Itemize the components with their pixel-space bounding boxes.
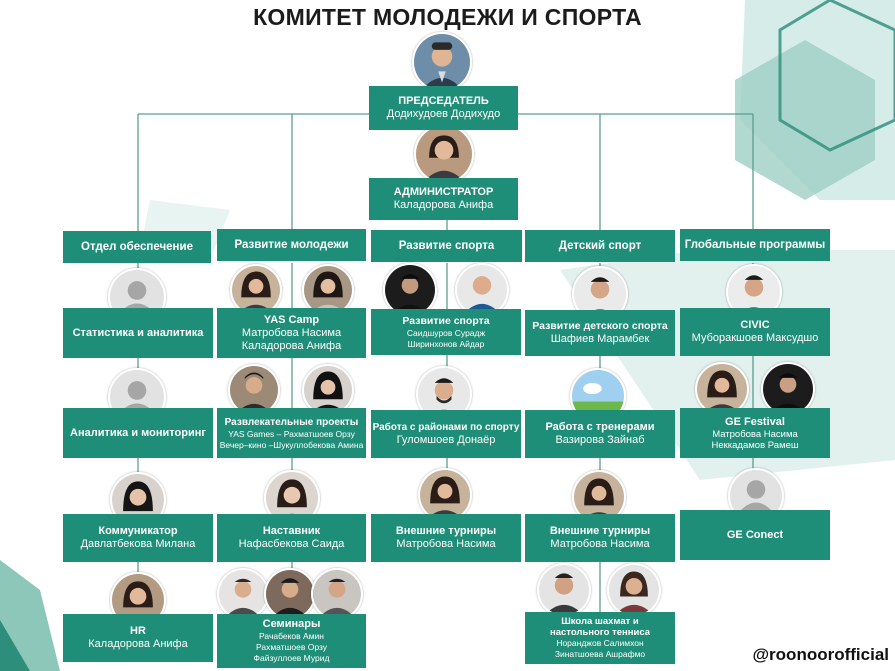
hr-box: HR Каладорова Анифа	[63, 614, 213, 662]
sport-line1: Саидшуров Сурадж	[406, 327, 486, 338]
civic-name: Муборакшоев Максудшо	[691, 332, 819, 344]
seminar-avatar-3	[311, 568, 363, 620]
chess-avatar-1	[537, 563, 591, 617]
gef-role: GE Festival	[725, 415, 785, 428]
seminars-line1: Рачабеков Амин	[259, 631, 324, 641]
yas-line2: Каладорова Анифа	[241, 339, 342, 352]
chairman-avatar	[412, 32, 472, 92]
fun-box: Развлекательные проекты YAS Games – Рахм…	[217, 408, 366, 458]
hr-role: HR	[130, 625, 146, 637]
mentor-name: Нафасбекова Саида	[238, 538, 345, 550]
yas-box: YAS Camp Матробова Насима Каладорова Ани…	[217, 308, 366, 358]
dept-sport: Развитие спорта	[371, 230, 522, 262]
external-name-col4: Матробова Насима	[550, 538, 650, 550]
dept-kids: Детский спорт	[525, 230, 675, 262]
fun-line2: Вечер–кино –Шукуллобекова Амина	[219, 439, 364, 450]
stats-box: Статистика и аналитика	[63, 308, 213, 358]
chess-avatar-2	[607, 563, 661, 617]
comm-box: Коммуникатор Давлатбекова Милана	[63, 514, 213, 562]
seminars-line3: Файзуллоев Мурид	[253, 653, 330, 663]
external-role-col3: Внешние турниры	[395, 525, 497, 537]
seminars-box: Семинары Рачабеков Амин Рахматшоев Орзу …	[217, 614, 366, 668]
external-name-col3: Матробова Насима	[396, 538, 496, 550]
page-title: КОМИТЕТ МОЛОДЕЖИ И СПОРТА	[253, 4, 642, 30]
sport-avatar-1	[383, 263, 437, 317]
dept-youth: Развитие молодежи	[217, 229, 366, 261]
dept-sport-label: Развитие спорта	[398, 239, 495, 252]
hr-name: Каладорова Анифа	[88, 638, 188, 650]
seminar-avatar-1	[217, 568, 269, 620]
external-box-col3: Внешние турниры Матробова Насима	[371, 514, 521, 562]
sport-box: Развитие спорта Саидшуров Сурадж Ширинхо…	[371, 309, 521, 355]
external-box-col4: Внешние турниры Матробова Насима	[525, 514, 675, 562]
chairman-name: Додихудоев Додихудо	[386, 108, 501, 120]
sport-role: Развитие спорта	[402, 314, 490, 327]
chairman-role: ПРЕДСЕДАТЕЛЬ	[398, 95, 489, 107]
mentor-role: Наставник	[262, 525, 321, 537]
admin-role: АДМИНИСТРАТОР	[393, 186, 494, 198]
seminar-avatar-2	[264, 568, 316, 620]
fun-line1: YAS Games – Рахматшоев Орзу	[228, 428, 355, 439]
mentor-box: Наставник Нафасбекова Саида	[217, 514, 366, 562]
admin-box: АДМИНИСТРАТОР Каладорова Анифа	[369, 178, 518, 220]
seminars-role: Семинары	[262, 618, 321, 630]
chess-line3: Норанджов Салимхон	[556, 638, 644, 648]
sport-line2: Ширинхонов Айдар	[407, 338, 485, 349]
admin-name: Каладорова Анифа	[393, 199, 494, 211]
admin-avatar	[414, 124, 474, 184]
seminars-line2: Рахматшоев Орзу	[255, 642, 328, 652]
dept-global: Глобальные программы	[680, 229, 830, 261]
comm-name: Давлатбекова Милана	[80, 538, 196, 550]
chess-box: Школа шахмат и настольного тенниса Норан…	[525, 612, 675, 664]
external-role-col4: Внешние турниры	[549, 525, 651, 537]
kids-name: Шафиев Марамбек	[550, 333, 650, 345]
analytics-box: Аналитика и мониторинг	[63, 408, 213, 458]
gec-role: GE Conect	[726, 528, 784, 541]
kids-role: Развитие детского спорта	[532, 320, 668, 332]
dept-global-label: Глобальные программы	[684, 238, 826, 251]
kids-box: Развитие детского спорта Шафиев Марамбек	[525, 310, 675, 356]
stats-label: Статистика и аналитика	[72, 326, 204, 339]
regions-role: Работа с районами по спорту	[372, 422, 520, 433]
yas-avatar-2	[302, 264, 354, 316]
dept-youth-label: Развитие молодежи	[234, 238, 349, 251]
chess-line4: Зинатшоева Ашрафмо	[554, 649, 646, 659]
yas-role: YAS Camp	[263, 313, 320, 326]
chess-line1: Школа шахмат и	[561, 616, 639, 627]
coaches-name: Вазирова Зайнаб	[555, 434, 645, 446]
external-avatar-col4	[572, 470, 626, 524]
gef-line2: Неккадамов Рамеш	[711, 439, 799, 451]
dept-kids-label: Детский спорт	[558, 239, 642, 252]
coaches-role: Работа с тренерами	[545, 421, 655, 433]
chairman-box: ПРЕДСЕДАТЕЛЬ Додихудоев Додихудо	[369, 86, 518, 130]
chess-line2: настольного тенниса	[549, 627, 651, 638]
dept-support: Отдел обеспечение	[63, 231, 211, 263]
regions-name: Гуломшоев Донаёр	[396, 434, 496, 446]
brand-handle: @roonoorofficial	[752, 645, 889, 664]
fun-role: Развлекательные проекты	[224, 416, 359, 428]
gef-line1: Матробова Насима	[712, 428, 798, 440]
comm-role: Коммуникатор	[98, 525, 178, 537]
civic-box: CIVIC Муборакшоев Максудшо	[680, 308, 830, 356]
gef-box: GE Festival Матробова Насима Неккадамов …	[680, 408, 830, 458]
dept-support-label: Отдел обеспечение	[81, 240, 193, 253]
coaches-box: Работа с тренерами Вазирова Зайнаб	[525, 410, 675, 458]
yas-line1: Матробова Насима	[241, 326, 342, 339]
civic-role: CIVIC	[740, 319, 770, 331]
analytics-label: Аналитика и мониторинг	[70, 426, 206, 439]
regions-box: Работа с районами по спорту Гуломшоев До…	[371, 410, 521, 458]
gec-box: GE Conect	[680, 510, 830, 560]
